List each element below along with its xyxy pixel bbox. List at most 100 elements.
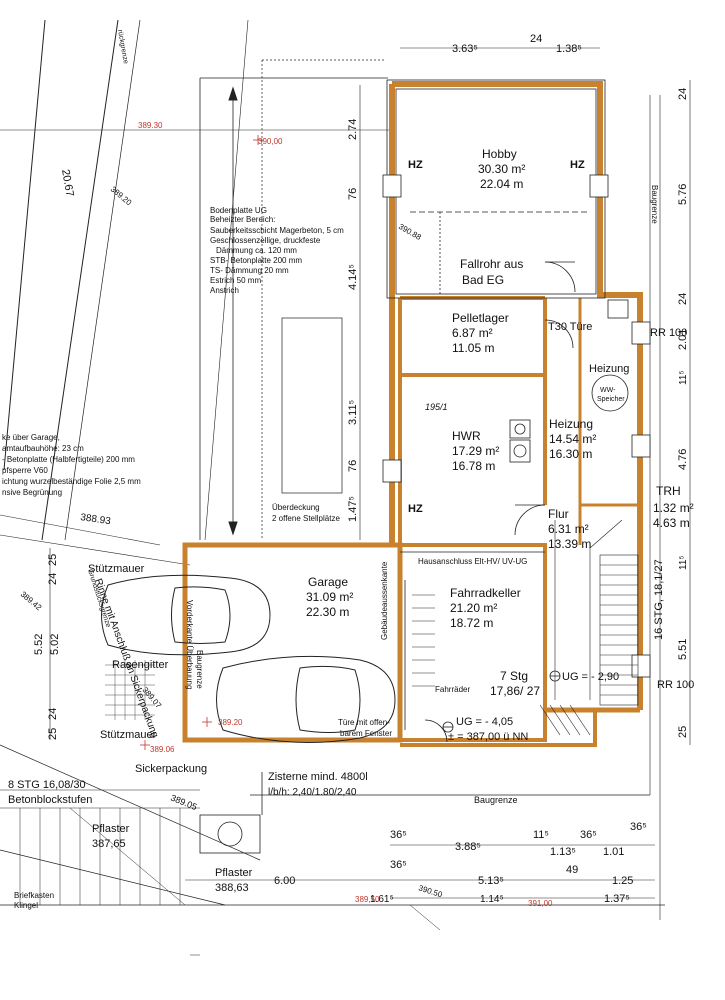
level-marker: 389.05 [169, 793, 198, 813]
cistern-line2: l/b/h: 2,40/1.80/2,40 [268, 787, 357, 798]
level-marker: 391,00 [528, 899, 553, 908]
level-marker: 390.88 [397, 222, 423, 242]
fallrohr-line1: Fallrohr aus [460, 257, 523, 271]
room-pelletlager-area: 6.87 m² [452, 326, 493, 340]
fallrohr-line2: Bad EG [462, 273, 504, 287]
dim-text: 25 [47, 728, 59, 740]
stairs16-label: 16 STG, 18,1/27 [653, 559, 665, 640]
stairs [539, 519, 639, 736]
floor-spec-line: Dämmung ca. 120 mm [216, 246, 297, 255]
mailbox-line1: Briefkasten [14, 891, 54, 900]
room-flur-perimeter: 13.39 m [548, 537, 591, 551]
room-pelletlager-name: Pelletlager [452, 311, 509, 325]
hwr-fixtures [509, 299, 629, 463]
baugrenze-horizontal: Baugrenze [474, 795, 518, 805]
room-hwr-name: HWR [452, 429, 481, 443]
floor-spec-line: STB- Betonplatte 200 mm [210, 256, 302, 265]
room-heizung-perimeter: 16.30 m [549, 447, 592, 461]
stairs7-line1: 7 Stg [500, 669, 528, 683]
dim-text: 36⁵ [630, 821, 647, 833]
level-nn: ± = 387,00 ü NN [448, 731, 528, 743]
room-fahrradkeller-perimeter: 18.72 m [450, 616, 493, 630]
floor-spec-line: Estrich 50 mm [210, 276, 261, 285]
fahrraeder-label: Fahrräder [435, 685, 470, 694]
dim-text: 11⁵ [678, 555, 689, 570]
dim-text: 49 [566, 864, 578, 876]
length-38893: 388.93 [80, 512, 112, 527]
stairs7-line2: 17,86/ 27 [490, 684, 540, 698]
dim-text: 4.76 [677, 449, 689, 470]
level-marker: 389.30 [138, 121, 163, 130]
room-trh-name: TRH [656, 484, 681, 498]
dimension-lines [49, 47, 691, 899]
floor-spec: Bodenplatte UG Beheizter Bereich: Sauber… [210, 206, 344, 295]
door-window-line1: Türe mit offen- [338, 718, 390, 727]
level-marker: 389.20 [109, 185, 134, 208]
garage-spec-line: nsive Begrünung [2, 488, 62, 497]
grass-grid-label: Rasengitter [112, 659, 169, 671]
dim-text: 1.37⁵ [604, 893, 630, 905]
grass-grid [105, 660, 155, 720]
dim-text: 11⁵ [533, 829, 549, 841]
drainage-label: Sickerpackung [135, 763, 207, 775]
hz-label-2: HZ [570, 159, 585, 171]
room-heizung-area: 14.54 m² [549, 432, 596, 446]
level-marker: 389,50 [355, 895, 380, 904]
ww-line1: WW- [600, 387, 616, 394]
garage-spec-line: ke über Garage, [2, 433, 60, 442]
level-marker: 389.20 [218, 718, 243, 727]
dim-text: 1.14⁵ [480, 894, 504, 905]
dim-text: 4.14⁵ [347, 264, 359, 290]
room-fahrradkeller-area: 21.20 m² [450, 601, 497, 615]
hz-label-3: HZ [408, 503, 423, 515]
paving2-line1: Pflaster [215, 867, 253, 879]
survey-marks [140, 135, 263, 750]
retaining-wall-1: Stützmauer [88, 563, 145, 575]
dim-text: 5.13⁵ [478, 875, 504, 887]
paving2-line2: 388,63 [215, 882, 249, 894]
cistern-line1: Zisterne mind. 4800l [268, 771, 368, 783]
floor-spec-line: Sauberkeitsschicht Magerbeton, 5 cm [210, 226, 344, 235]
dim-text: 25 [47, 554, 59, 566]
dim-text: 2.74 [347, 119, 359, 140]
garage-spec-line: - Betonplatte (Halbfertigteile) 200 mm [2, 455, 135, 464]
dim-text: 1.13⁵ [550, 846, 576, 858]
room-hwr-perimeter: 16.78 m [452, 459, 495, 473]
room-garage-name: Garage [308, 575, 348, 589]
garage-spec-line: amtaufbauhöhe: 23 cm [2, 444, 84, 453]
dim-text: 1.38⁵ [556, 43, 582, 55]
overlap-line1: Überdeckung [272, 503, 320, 512]
level-marker: 390.50 [417, 883, 444, 899]
boundary-top-label: rückgrenze [116, 29, 129, 64]
dim-text: 2.01 [677, 329, 689, 350]
rr-label-1: RR 100 [650, 327, 687, 339]
vorderkante-label: Vorderkante Überbauung [185, 600, 194, 689]
dim-text: 6.00 [274, 875, 295, 887]
room-hobby-area: 30.30 m² [478, 162, 525, 176]
dim-text: 11⁵ [678, 370, 689, 385]
dim-text: 25 [677, 726, 689, 738]
dim-text: 24 [530, 33, 542, 45]
dim-text: 36⁵ [390, 859, 407, 871]
dim-text: 5.52 [33, 634, 45, 655]
level-marker: 390,00 [258, 137, 283, 146]
ww-line2: Speicher [597, 396, 625, 403]
t30-door-label: T30 Türe [548, 321, 592, 333]
retaining-wall-2: Stützmauer [100, 729, 157, 741]
rr-label-2: RR 100 [657, 679, 694, 691]
room-flur-area: 6.31 m² [548, 522, 589, 536]
windows [382, 174, 651, 678]
floor-spec-line: Geschlossenzellige, druckfeste [210, 236, 321, 245]
level-ug1: UG = - 2,90 [562, 671, 619, 683]
dim-text: 76 [347, 460, 359, 472]
carport-outline [281, 317, 343, 494]
mailbox-line2: Klingel [14, 901, 38, 910]
dim-text: 3.88⁵ [455, 841, 481, 853]
level-marker: 389.42 [19, 590, 44, 613]
door-window-line2: barem Fenster [340, 729, 392, 738]
room-pelletlager-perimeter: 11.05 m [452, 341, 494, 355]
room-trh-perimeter: 4.63 m [653, 516, 690, 530]
floor-spec-line: Bodenplatte UG [210, 206, 267, 215]
